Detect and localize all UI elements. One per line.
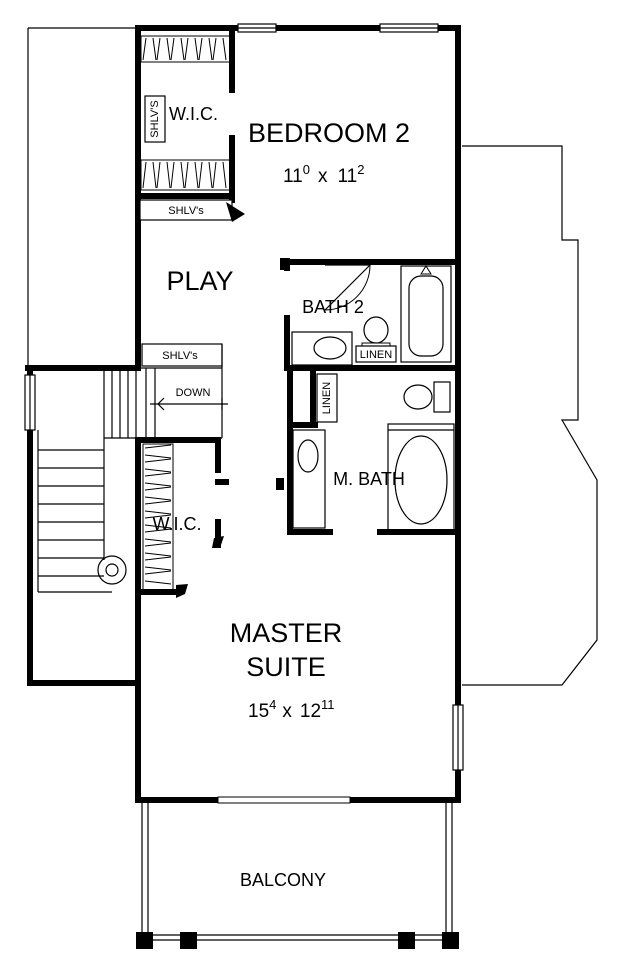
hanger-mark [198, 37, 203, 61]
hanger-mark [144, 538, 172, 543]
hanger-mark [144, 472, 172, 477]
bath2-label: BATH 2 [302, 297, 364, 317]
hanger-mark [144, 510, 172, 515]
hanger-mark [180, 37, 185, 61]
shlvs-top-label: SHLV's [168, 205, 204, 217]
wic-top-label: W.I.C. [169, 104, 218, 124]
linen-bath2-label: LINEN [360, 349, 392, 361]
hanger-mark [198, 161, 203, 189]
play-label: PLAY [166, 266, 233, 296]
hanger-mark [194, 161, 199, 189]
hanger-mark [144, 570, 172, 575]
hanger-mark [166, 37, 171, 61]
balcony-label: BALCONY [240, 870, 326, 890]
hanger-mark [166, 161, 171, 189]
hanger-mark [142, 161, 147, 189]
wic-master-closet [135, 437, 229, 598]
mbath-label: M. BATH [333, 469, 405, 489]
hanger-mark [208, 161, 213, 189]
hanger-mark [144, 580, 172, 585]
down-label: DOWN [176, 387, 211, 399]
master-label-line1: MASTER [230, 618, 343, 648]
hanger-mark [144, 496, 172, 501]
balcony-structure [136, 800, 459, 949]
hanger-mark [144, 524, 172, 529]
shlvs-vertical-label: SHLV'S [149, 100, 161, 137]
hanger-mark [208, 37, 213, 61]
hanger-mark [144, 514, 172, 519]
hanger-mark [144, 454, 172, 459]
hanger-mark [156, 161, 161, 189]
wic-master-label: W.I.C. [153, 514, 202, 534]
upper-stair-treads [111, 368, 156, 438]
hanger-mark [152, 161, 157, 189]
closet-hanging-rod [144, 444, 172, 585]
hanger-mark [152, 37, 157, 61]
hanger-mark [144, 500, 172, 505]
bedroom2-name: BEDROOM 2 [248, 118, 410, 148]
hanger-mark [144, 458, 172, 463]
hanger-mark [170, 161, 175, 189]
hanger-mark [184, 161, 189, 189]
hanger-mark [156, 37, 161, 61]
stair-hall [37, 343, 228, 593]
hanger-mark [144, 486, 172, 491]
hanger-mark [144, 566, 172, 571]
closet-hanging-rod [142, 37, 227, 61]
hanger-mark [144, 482, 172, 487]
closet-hanging-rod [142, 161, 227, 189]
bath2-block [280, 258, 458, 371]
hanger-mark [144, 444, 172, 449]
master-label-line2: SUITE [246, 652, 326, 682]
hanger-mark [144, 528, 172, 533]
hanger-mark [194, 37, 199, 61]
hanger-mark [144, 468, 172, 473]
hanger-mark [144, 552, 172, 557]
hanger-mark [212, 161, 217, 189]
hanger-mark [222, 37, 227, 61]
wic-top-closet [135, 25, 245, 222]
hanger-mark [212, 37, 217, 61]
linen-hall-label: LINEN [321, 382, 333, 414]
shlvs-stair-label: SHLV's [162, 350, 198, 362]
hanger-mark [144, 556, 172, 561]
master-bath-block [276, 369, 458, 535]
hanger-mark [184, 37, 189, 61]
hanger-mark [144, 542, 172, 547]
hanger-mark [170, 37, 175, 61]
hanger-mark [142, 37, 147, 61]
hanger-mark [222, 161, 227, 189]
windows [24, 23, 464, 804]
lower-stair-treads [38, 449, 112, 593]
context-outline [27, 27, 598, 686]
hanger-mark [180, 161, 185, 189]
